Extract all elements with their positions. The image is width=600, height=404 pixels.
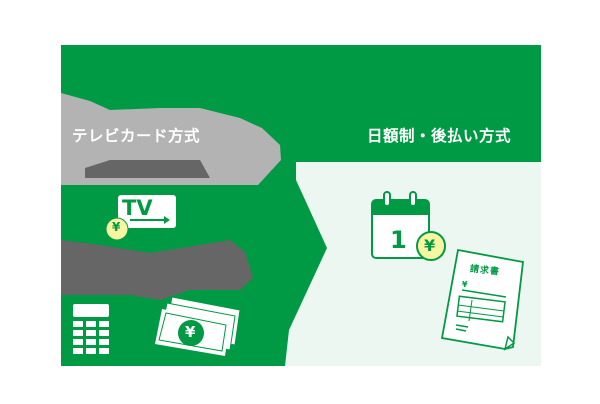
tv-label: TV xyxy=(122,196,153,220)
calendar-icon xyxy=(371,191,430,259)
invoice-yen-symbol: ¥ xyxy=(462,280,468,289)
dark-gray-overlay-1 xyxy=(85,160,210,178)
daily-postpay-method-title: 日額制・後払い方式 xyxy=(367,127,512,145)
dark-gray-overlay-2 xyxy=(61,240,253,300)
yen-coin-icon-right xyxy=(416,231,446,261)
calculator-icon xyxy=(73,304,109,354)
yen-coin-icon xyxy=(105,217,129,241)
yen-symbol-right: ¥ xyxy=(424,236,436,255)
card-method-title: テレビカード方式 xyxy=(72,127,201,145)
tv-card-icon xyxy=(118,195,176,228)
yen-symbol-left: ¥ xyxy=(112,220,121,234)
banknote-yen-symbol: ¥ xyxy=(185,323,196,341)
calendar-day-number: 1 xyxy=(390,226,407,254)
banknotes-icon xyxy=(155,296,241,356)
invoice-icon xyxy=(440,248,524,351)
